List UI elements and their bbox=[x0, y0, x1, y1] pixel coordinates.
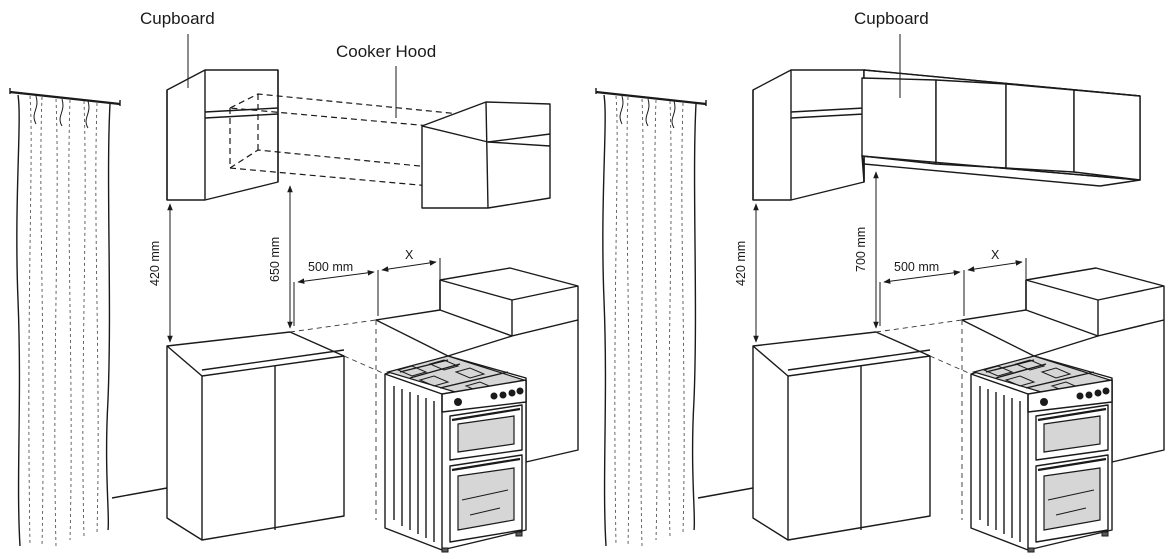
cooker-left bbox=[383, 354, 528, 554]
worktop-right-2 bbox=[961, 267, 1165, 463]
label-cooker-hood: Cooker Hood bbox=[336, 42, 436, 61]
worktop-right bbox=[375, 267, 579, 463]
cupboard-left bbox=[166, 69, 279, 201]
right-panel: 420 mm 700 mm 500 mm X Cupboard bbox=[594, 9, 1165, 554]
cooker-space-outline-2 bbox=[875, 319, 972, 520]
left-panel: 420 mm 650 mm 500 mm X Cupboard Cooker H… bbox=[8, 9, 579, 554]
dimension-label-650: 650 mm bbox=[268, 237, 282, 282]
dimension-label-500-left: 500 mm bbox=[308, 260, 353, 274]
dimension-label-x-right: X bbox=[991, 248, 1000, 262]
dimension-500-left: 500 mm bbox=[293, 260, 379, 326]
base-cabinet-left bbox=[111, 331, 345, 541]
cooker-right bbox=[969, 354, 1114, 554]
dimension-label-700: 700 mm bbox=[854, 227, 868, 272]
dimension-650: 650 mm bbox=[268, 185, 293, 329]
dimension-x-left: X bbox=[381, 248, 441, 280]
cupboard-right-tall bbox=[752, 69, 865, 201]
label-cupboard-right: Cupboard bbox=[854, 9, 929, 28]
dimension-x-right: X bbox=[967, 248, 1027, 280]
label-cupboard-left: Cupboard bbox=[140, 9, 215, 28]
dimension-500-right: 500 mm bbox=[879, 260, 965, 326]
cupboard-right-upper bbox=[421, 101, 551, 209]
dimension-700: 700 mm bbox=[854, 171, 879, 329]
dimension-420-right: 420 mm bbox=[734, 203, 759, 343]
overhead-cupboard-run bbox=[861, 69, 1141, 187]
curtain-left bbox=[8, 86, 122, 548]
dimension-label-500-right: 500 mm bbox=[894, 260, 939, 274]
dimension-label-420-left: 420 mm bbox=[148, 241, 162, 286]
base-cabinet-right bbox=[697, 331, 931, 541]
dimension-420-left: 420 mm bbox=[148, 203, 173, 343]
dimension-label-x-left: X bbox=[405, 248, 414, 262]
cooker-space-outline bbox=[289, 319, 386, 520]
curtain-right bbox=[594, 86, 708, 548]
dimension-label-420-right: 420 mm bbox=[734, 241, 748, 286]
